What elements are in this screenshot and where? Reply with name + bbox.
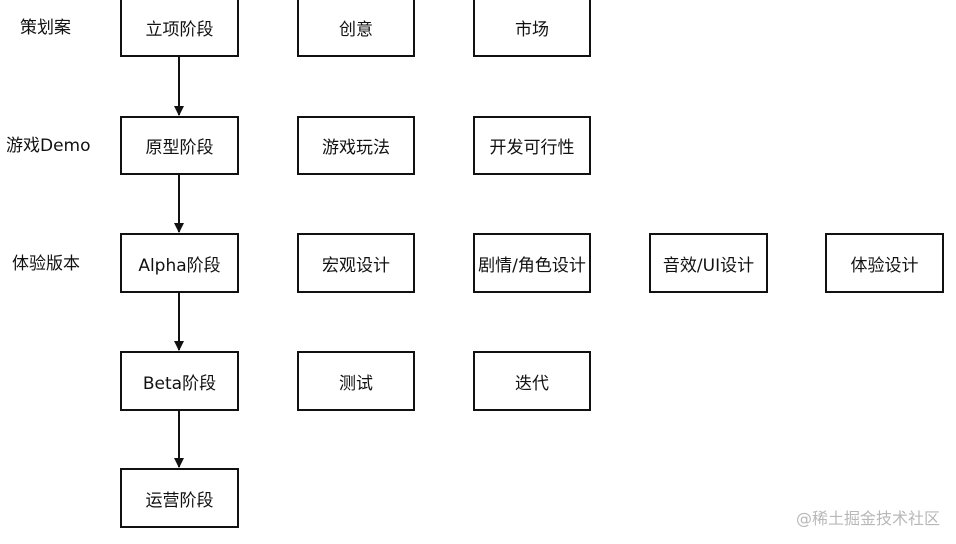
item-box-story-character-design: 剧情/角色设计 — [473, 233, 591, 293]
stage-box-beta: Beta阶段 — [120, 351, 239, 411]
watermark: @稀土掘金技术社区 — [795, 509, 940, 528]
item-box-market: 市场 — [473, 0, 591, 57]
item-box-creativity: 创意 — [297, 0, 415, 57]
item-box-feasibility: 开发可行性 — [473, 116, 591, 175]
item-box-iteration: 迭代 — [473, 351, 591, 411]
item-box-audio-ui-design: 音效/UI设计 — [649, 233, 768, 293]
item-box-experience-design: 体验设计 — [825, 233, 944, 293]
row-label-demo: 游戏Demo — [6, 136, 91, 156]
item-box-testing: 测试 — [297, 351, 415, 411]
stage-box-alpha: Alpha阶段 — [120, 233, 239, 293]
stage-box-prototype: 原型阶段 — [120, 116, 239, 175]
stage-box-concept: 立项阶段 — [120, 0, 239, 57]
item-box-gameplay: 游戏玩法 — [297, 116, 415, 175]
item-box-macro-design: 宏观设计 — [297, 233, 415, 293]
row-label-trial-version: 体验版本 — [12, 254, 80, 274]
row-label-plan: 策划案 — [20, 18, 71, 38]
stage-box-operation: 运营阶段 — [120, 468, 239, 528]
